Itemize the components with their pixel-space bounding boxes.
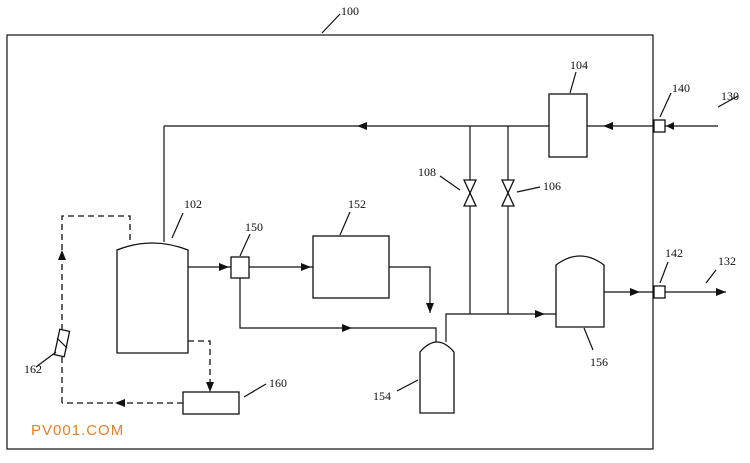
label-132: 132 [718, 254, 736, 268]
label-154: 154 [373, 389, 391, 403]
label-150: 150 [245, 220, 263, 234]
label-100: 100 [341, 4, 359, 18]
leader-104 [569, 71, 577, 94]
arrow-bypass [342, 324, 352, 332]
line-152-to-154 [389, 266, 431, 313]
dash-102-to-160 [188, 340, 211, 383]
label-156: 156 [590, 355, 608, 369]
leader-132 [705, 269, 717, 284]
leader-100 [321, 13, 341, 34]
label-106: 106 [543, 179, 561, 193]
valve-108 [462, 179, 478, 207]
unit-162-slash [56, 337, 68, 349]
tank-102 [116, 242, 189, 354]
valve-106 [500, 179, 516, 207]
label-160: 160 [269, 376, 287, 390]
label-108: 108 [418, 165, 436, 179]
arrow-input [666, 122, 674, 130]
system-boundary [6, 34, 654, 450]
label-102: 102 [184, 197, 202, 211]
arrow-to-160 [206, 382, 214, 392]
leader-108 [439, 175, 461, 191]
watermark-text: PV001.COM [31, 422, 125, 439]
port-140 [653, 119, 666, 133]
unit-150 [230, 256, 250, 279]
leader-162 [35, 351, 57, 368]
vessel-156 [555, 255, 605, 328]
unit-152 [312, 235, 390, 299]
leader-152 [339, 211, 351, 236]
arrow-top-return [357, 122, 367, 130]
leader-130 [717, 95, 739, 108]
label-142: 142 [665, 246, 683, 260]
leader-160 [243, 383, 267, 398]
arrow-to-104 [603, 122, 613, 130]
leader-154 [396, 379, 419, 392]
label-162: 162 [24, 362, 42, 376]
arrow-output [716, 288, 726, 296]
arrow-152-to-154 [426, 303, 434, 313]
leader-140 [659, 92, 672, 118]
unit-160 [182, 391, 240, 415]
arrow-102-to-150 [219, 263, 229, 271]
leader-102 [171, 212, 184, 239]
label-140: 140 [672, 81, 690, 95]
unit-104 [548, 93, 588, 158]
leader-150 [239, 233, 251, 257]
label-130: 130 [721, 89, 739, 103]
port-142 [653, 285, 666, 299]
line-150-bypass [239, 278, 437, 342]
label-104: 104 [570, 58, 588, 72]
arrow-150-to-152 [301, 263, 311, 271]
leader-142 [659, 261, 669, 284]
arrow-dash-up [58, 250, 66, 260]
leader-156 [583, 327, 594, 351]
arrow-dash-left [115, 399, 125, 407]
label-152: 152 [348, 197, 366, 211]
leader-106 [516, 186, 541, 193]
line-154-to-156 [445, 313, 556, 342]
dash-162-to-102 [61, 215, 131, 330]
arrow-to-142 [630, 288, 640, 296]
vessel-154 [419, 341, 455, 414]
arrow-to-156 [535, 310, 545, 318]
